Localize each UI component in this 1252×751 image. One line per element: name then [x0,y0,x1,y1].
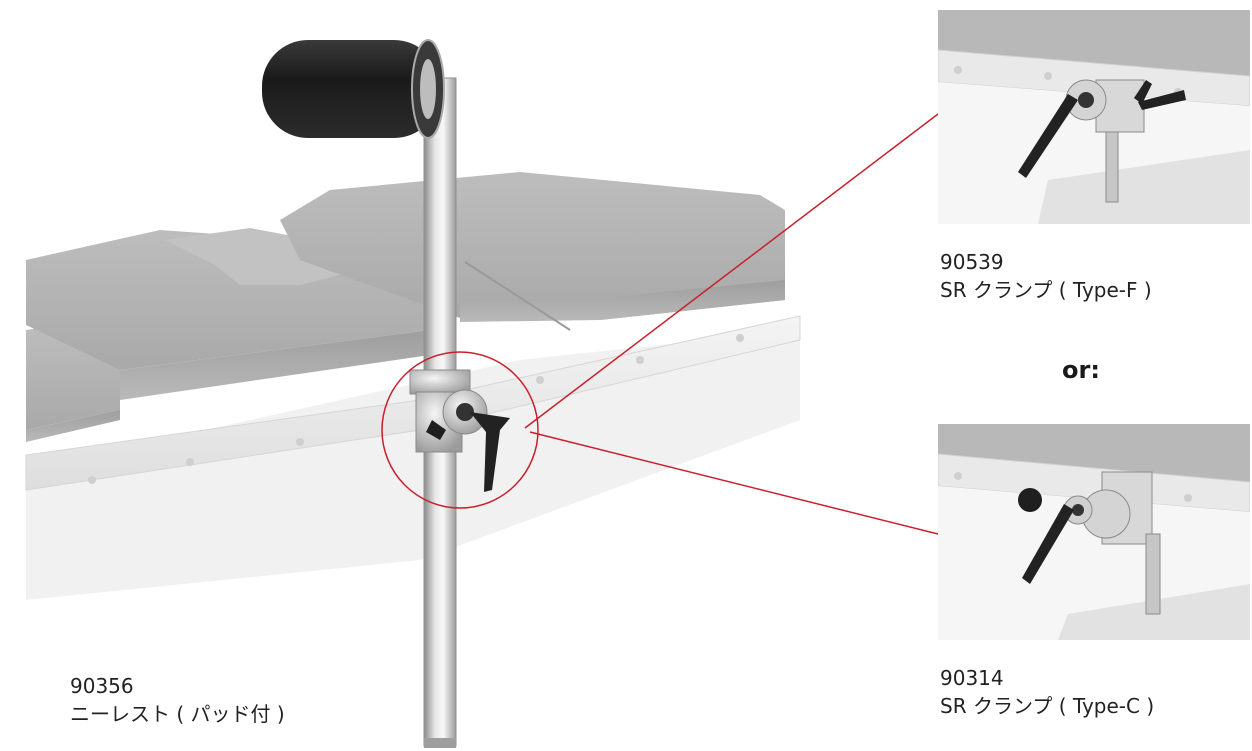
callout-line-c [529,431,939,535]
callout-line-f [524,113,939,429]
pad-leg-front [120,330,430,400]
product-name: SR クランプ ( Type-F ) [940,278,1152,302]
product-code: 90314 [940,666,1004,690]
product-code: 90539 [940,250,1004,274]
operating-table [25,172,801,600]
caption-knee-rest: 90356 ニーレスト ( パッド付 ) [70,672,285,728]
pad-foot-side [26,410,120,442]
roller-pad [262,40,440,138]
caption-clamp-type-f: 90539 SR クランプ ( Type-F ) [940,248,1152,304]
product-code: 90356 [70,674,134,698]
callout-circle [381,351,539,509]
pad-foot [26,325,120,430]
or-separator: or: [1062,356,1100,384]
product-name: ニーレスト ( パッド付 ) [70,702,285,726]
callout [381,113,939,535]
product-name: SR クランプ ( Type-C ) [940,694,1155,718]
pad-back [280,172,785,320]
clamp-type-c-photo [938,424,1250,640]
clamp-knob [426,420,446,440]
table-base [26,330,800,600]
mounted-clamp [409,369,510,492]
rail-bolts [88,334,744,484]
clamp-type-f-photo [938,10,1250,224]
clamp-lever [470,412,510,492]
caption-clamp-type-c: 90314 SR クランプ ( Type-C ) [940,664,1154,720]
